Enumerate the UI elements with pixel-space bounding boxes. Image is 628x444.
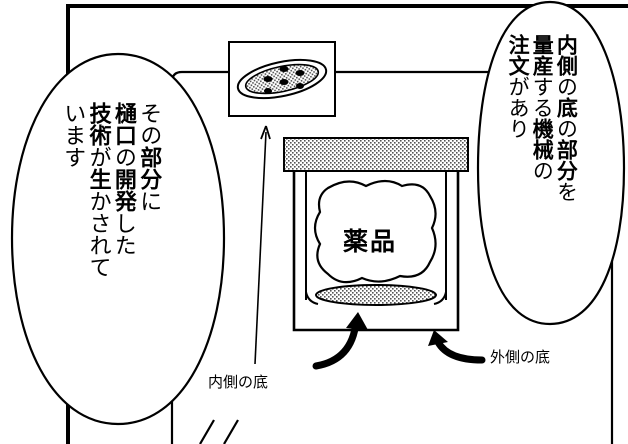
- speech-left-segment: その: [136, 102, 162, 146]
- speech-left-text: その部分に樋口の開発した技術が生かされています: [60, 102, 161, 278]
- speech-left-segment: の: [110, 146, 136, 168]
- outer-bottom-label: 外側の底: [490, 348, 551, 366]
- speech-right-line: 量産する機械の: [530, 34, 554, 202]
- speech-left-segment: かされて: [85, 190, 111, 278]
- speech-bubble-right: [476, 0, 626, 326]
- drug-label: 薬品: [343, 227, 398, 256]
- drug-blob: [313, 179, 437, 284]
- speech-left-segment: 部分: [136, 146, 162, 190]
- speech-left-line: 樋口の開発した: [111, 102, 136, 278]
- speech-right-segment: の: [554, 76, 579, 97]
- speech-right-line: 注文があり: [506, 34, 530, 202]
- speech-left-segment: 樋口: [110, 102, 136, 146]
- speech-right-text: 内側の底の部分を量産する機械の注文があり: [506, 34, 578, 202]
- speech-left-segment: 開発: [110, 168, 136, 212]
- speech-left-segment: した: [110, 212, 136, 256]
- inner-bottom-label: 内側の底: [208, 373, 269, 391]
- inner-bottom: [315, 284, 437, 306]
- speech-right-segment: の: [554, 118, 579, 139]
- speech-right-segment: する: [530, 76, 555, 118]
- speech-right-segment: 内側: [554, 34, 579, 76]
- speech-left-segment: いま: [60, 102, 86, 146]
- speech-left-segment: が: [85, 146, 111, 168]
- speech-right-segment: があり: [506, 76, 531, 139]
- speech-right-segment: を: [554, 181, 579, 202]
- speech-right-segment: 部分: [554, 139, 579, 181]
- speech-right-segment: 底: [554, 97, 579, 118]
- speech-right-segment: 注文: [506, 34, 531, 76]
- speech-left-line: 技術が生かされて: [85, 102, 111, 278]
- speech-left-line: その部分に: [136, 102, 161, 278]
- speech-right-line: 内側の底の部分を: [554, 34, 578, 202]
- outer-container: [292, 171, 460, 332]
- speech-left-segment: に: [136, 190, 162, 212]
- machine-strokes: [199, 419, 239, 444]
- speech-left-segment: 生: [85, 168, 111, 190]
- dish-part: [236, 58, 328, 100]
- container-lid: [283, 137, 469, 172]
- inset-arrow: [254, 131, 267, 365]
- speech-right-segment: 量産: [530, 34, 555, 76]
- speech-bubble-left: [10, 52, 226, 426]
- speech-left-line: います: [60, 102, 85, 278]
- speech-right-segment: の: [530, 160, 555, 181]
- inner-container: [305, 171, 447, 300]
- inner-bottom-arrow: [312, 318, 360, 370]
- outer-bottom-arrow: [434, 338, 486, 364]
- speech-left-segment: す: [60, 146, 86, 168]
- speech-right-segment: 機械: [530, 118, 555, 160]
- speech-left-segment: 技術: [85, 102, 111, 146]
